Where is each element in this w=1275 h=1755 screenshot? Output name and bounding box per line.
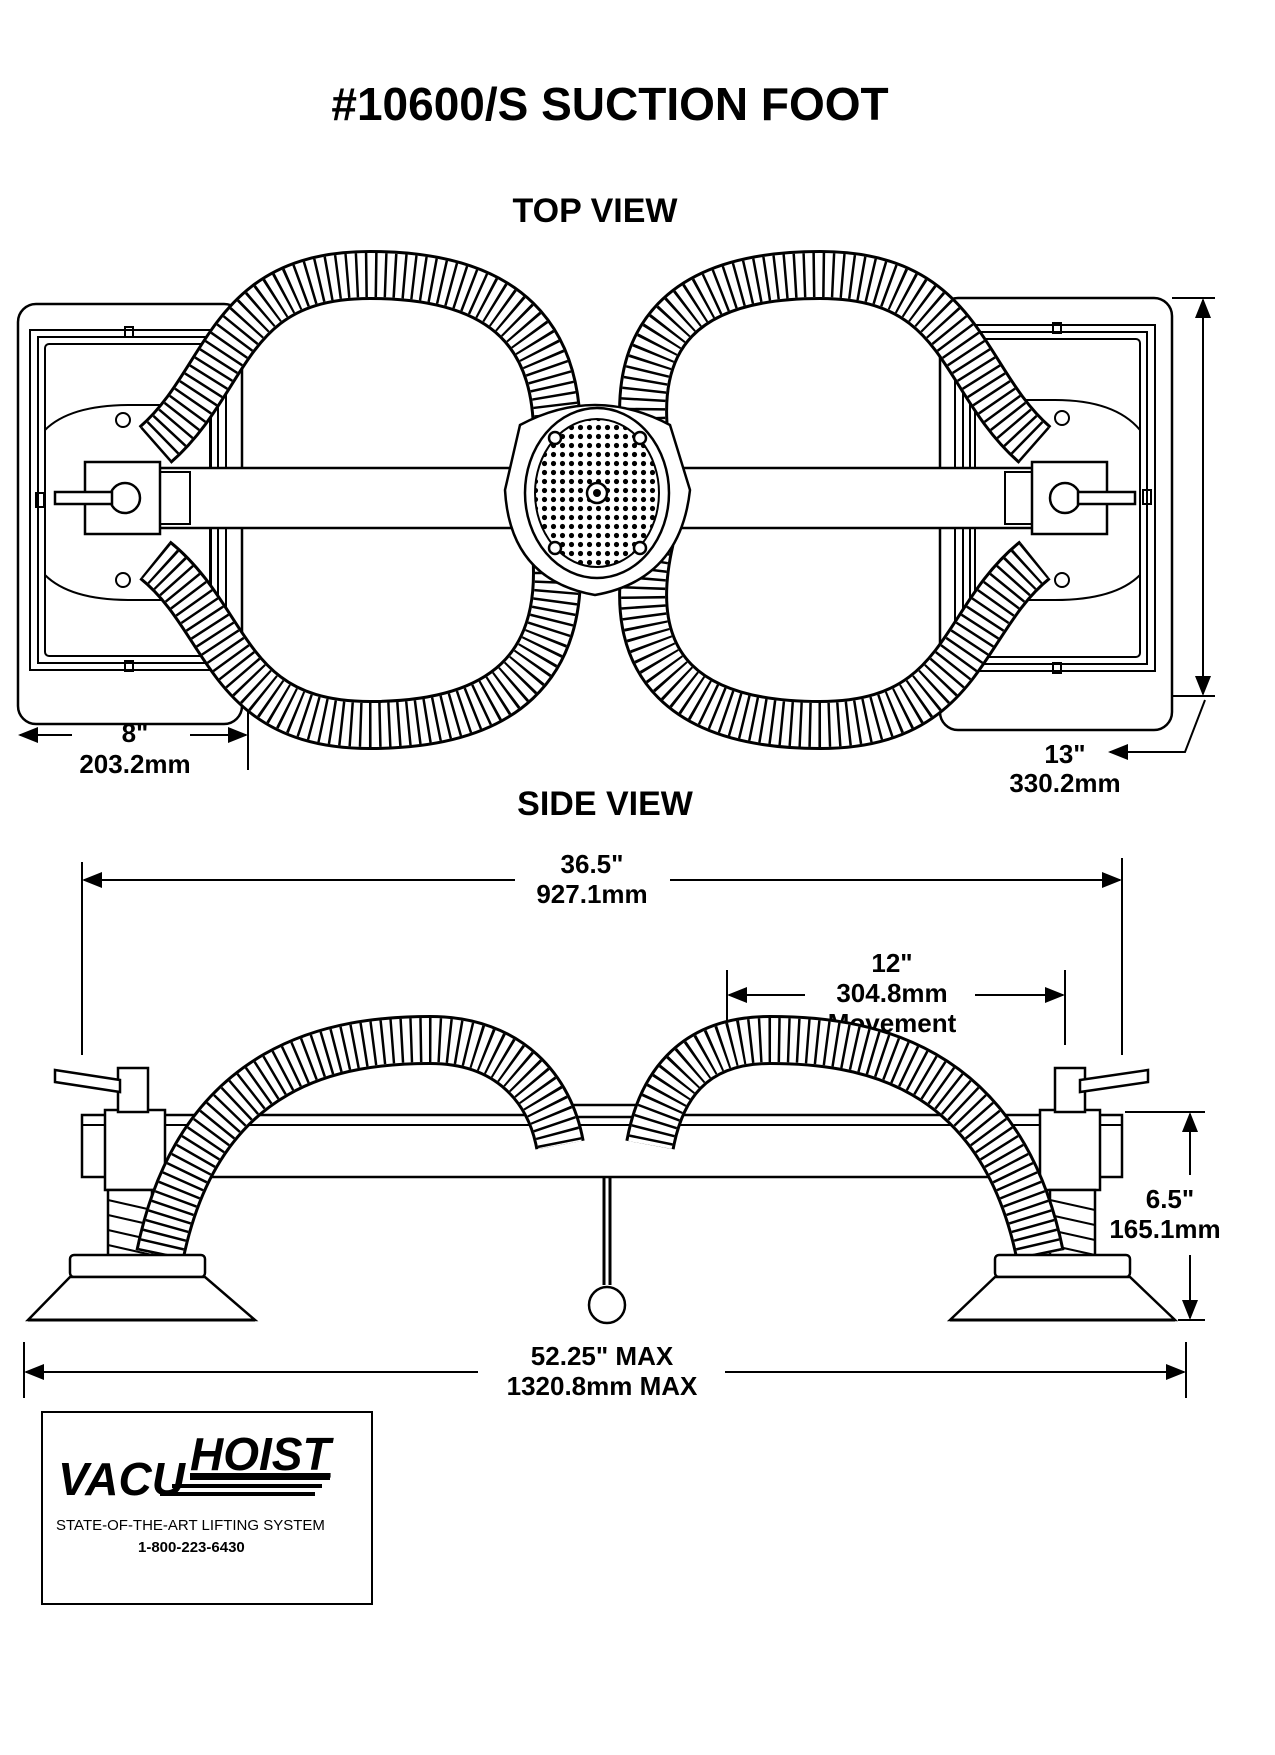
- right-suction-pad-side: [946, 1253, 1179, 1322]
- dim-overall: 36.5" 927.1mm: [81, 849, 1123, 1055]
- dim-pad-width: 8" 203.2mm: [18, 712, 249, 779]
- max-length-in: 52.25" MAX: [531, 1341, 674, 1371]
- top-view-label: TOP VIEW: [512, 192, 678, 230]
- side-view: [25, 1014, 1179, 1325]
- height-in: 6.5": [1146, 1184, 1194, 1214]
- dim-max-length: 52.25" MAX 1320.8mm MAX: [23, 1341, 1187, 1401]
- pad-length-in: 13": [1044, 739, 1085, 769]
- max-length-mm: 1320.8mm MAX: [507, 1371, 698, 1401]
- pad-length-mm: 330.2mm: [1009, 768, 1120, 798]
- logo-tagline: STATE-OF-THE-ART LIFTING SYSTEM: [56, 1517, 325, 1534]
- left-suction-pad-side: [25, 1253, 259, 1322]
- logo-word-vacu: VACU: [58, 1453, 187, 1505]
- dim-height: 6.5" 165.1mm: [1109, 1111, 1221, 1321]
- height-mm: 165.1mm: [1109, 1214, 1220, 1244]
- side-view-label: SIDE VIEW: [517, 785, 694, 823]
- logo-word-hoist: HOIST: [190, 1428, 334, 1480]
- top-hoses: [138, 249, 1052, 751]
- center-vacuum-plate: [503, 403, 692, 597]
- movement-mm: 304.8mm: [836, 978, 947, 1008]
- overall-in: 36.5": [561, 849, 624, 879]
- page-title: #10600/S SUCTION FOOT: [331, 78, 888, 130]
- top-view: [16, 249, 1174, 751]
- movement-in: 12": [871, 948, 912, 978]
- pad-width-in: 8": [122, 718, 149, 748]
- pad-width-mm: 203.2mm: [79, 749, 190, 779]
- release-handle-knob: [587, 1285, 627, 1325]
- logo-phone: 1-800-223-6430: [138, 1539, 245, 1556]
- vacuhoist-logo-box: VACU HOIST STATE-OF-THE-ART LIFTING SYST…: [41, 1411, 373, 1605]
- overall-mm: 927.1mm: [536, 879, 647, 909]
- dim-pad-length: 13" 330.2mm: [1009, 297, 1215, 798]
